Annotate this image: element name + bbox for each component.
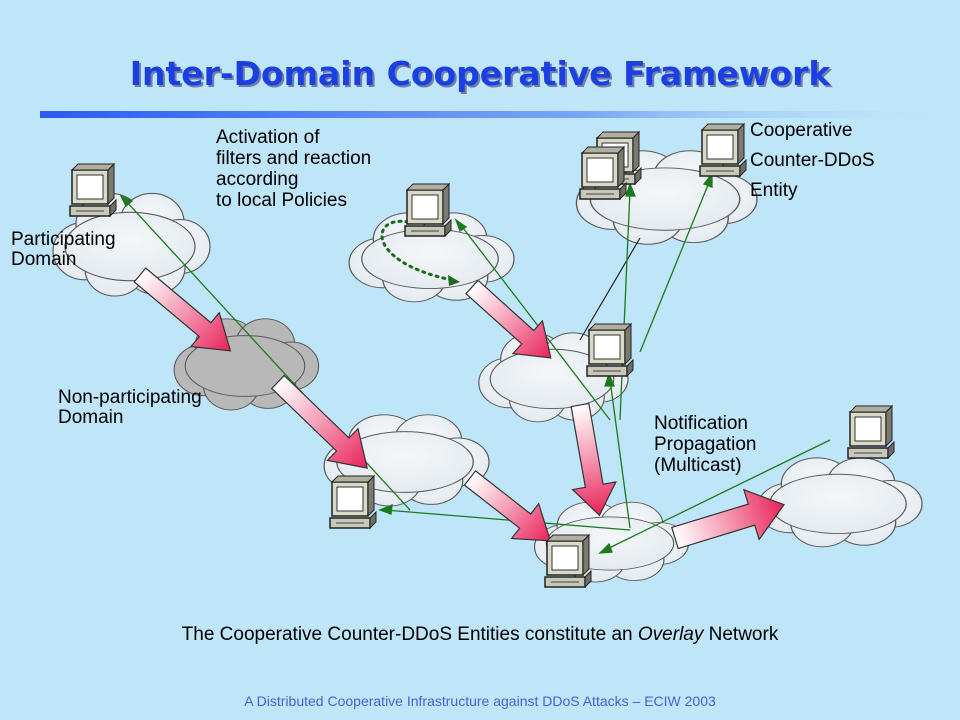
participating-line-1: Participating	[11, 229, 116, 250]
activation-line-2: filters and reaction	[216, 148, 372, 169]
entity-line-2: Counter-DDoS	[750, 150, 875, 171]
notification-line-3: (Multicast)	[654, 455, 742, 476]
activation-label: Activation of filters and reaction accor…	[216, 127, 371, 211]
participating-line-2: Domain	[11, 249, 77, 270]
caption-emphasis: Overlay	[637, 624, 704, 645]
flow-arrow-1	[133, 267, 232, 352]
non-participating-domain-label: Non-participating Domain	[58, 388, 202, 428]
notification-line-2: Propagation	[654, 434, 757, 455]
caption-text-start: The Cooperative Counter-DDoS Entities co…	[181, 624, 638, 645]
computer-icon-entity-front	[579, 146, 627, 200]
flow-arrow-4	[570, 402, 617, 517]
title-underline	[40, 111, 960, 118]
non-participating-line-2: Domain	[58, 407, 124, 428]
cloud-right	[756, 457, 923, 548]
non-participating-line-1: Non-participating	[58, 387, 202, 408]
computer-icon-participating	[69, 163, 117, 217]
computer-icon-entity-right	[699, 123, 747, 177]
caption-text-end: Network	[703, 624, 779, 645]
flow-arrow-6	[671, 488, 785, 550]
computer-icon-bottom	[544, 534, 592, 588]
activation-dotted-arrow	[380, 219, 460, 286]
link-line	[579, 237, 641, 341]
flow-arrow-5	[463, 470, 552, 542]
overlay-lines	[119, 172, 831, 554]
footer: A Distributed Cooperative Infrastructure…	[244, 693, 716, 709]
flow-arrow-3	[465, 279, 552, 359]
participating-domain-label: Participating Domain	[11, 230, 116, 270]
computer-icon-right	[847, 405, 895, 459]
entity-label: Cooperative Counter-DDoS Entity	[750, 116, 875, 206]
activation-line-4: to local Policies	[216, 190, 347, 211]
computer-icon-lower-left	[329, 475, 377, 529]
notification-label: Notification Propagation (Multicast)	[654, 413, 756, 476]
computer-icon-activation	[404, 183, 452, 237]
activation-line-3: according	[216, 169, 299, 190]
page-title: Inter-Domain Cooperative Framework	[129, 54, 831, 93]
entity-line-1: Cooperative	[750, 120, 853, 141]
computer-icon-middle	[586, 323, 634, 377]
notification-line-1: Notification	[654, 413, 748, 434]
activation-line-1: Activation of	[216, 127, 320, 148]
entity-line-3: Entity	[750, 180, 798, 201]
flow-arrow-2	[270, 374, 368, 469]
overlay-caption: The Cooperative Counter-DDoS Entities co…	[0, 624, 960, 646]
